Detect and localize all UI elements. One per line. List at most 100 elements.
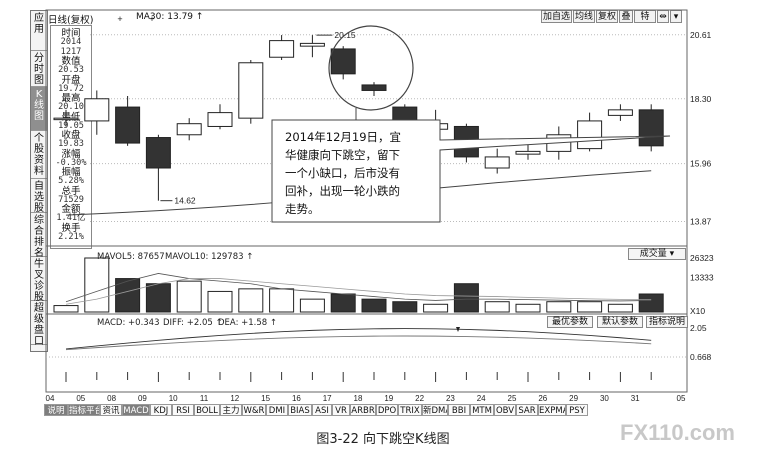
callout-line: 回补，出现一轮小跌的 <box>285 184 400 198</box>
x-tick-label: 26 <box>538 394 547 403</box>
left-nav-item[interactable]: 分时图 <box>31 51 47 87</box>
indicator-tab[interactable]: BOLL <box>194 404 220 416</box>
volume-bar <box>361 298 387 313</box>
candle-body <box>638 109 664 147</box>
default-params-button[interactable]: 默认参数 <box>597 316 643 328</box>
volume-bar <box>607 303 633 313</box>
indicator-tab[interactable]: W&R <box>242 404 266 416</box>
indicator-tab[interactable]: EXPMA <box>538 404 566 416</box>
x-tick-label: 24 <box>477 394 486 403</box>
indicator-tab[interactable]: 指标平台 <box>68 404 100 416</box>
indicator-tab[interactable]: BIAS <box>288 404 312 416</box>
volume-bar <box>638 293 664 313</box>
x-tick-label: 30 <box>600 394 609 403</box>
indicator-help-button[interactable]: 指标说明 <box>646 316 688 328</box>
mavol10-line <box>65 278 652 305</box>
info-value: 2014 <box>60 37 82 47</box>
callout-box <box>271 119 671 223</box>
candle-body <box>299 42 325 47</box>
indicator-tab[interactable]: DMI <box>266 404 288 416</box>
info-value: 2.21% <box>58 231 84 242</box>
left-nav-item[interactable]: 自选股 <box>31 179 47 214</box>
top-mark: + <box>117 14 122 24</box>
mavol5-label: MAVOL5: 87657 <box>97 252 165 262</box>
optimal-params-button[interactable]: 最优参数 <box>547 316 593 328</box>
indicator-tab[interactable]: RSI <box>172 404 194 416</box>
candle-body <box>577 120 603 150</box>
indicator-tab[interactable]: TRIX <box>398 404 422 416</box>
info-label: 总手 <box>61 185 81 197</box>
info-value: 19.83 <box>58 139 84 149</box>
candle-body <box>361 84 387 91</box>
volume-bar <box>53 305 79 313</box>
volume-bar <box>577 301 603 313</box>
info-label: 开盘 <box>61 74 81 86</box>
indicator-tab[interactable]: 说明 <box>44 404 68 416</box>
toolbar-button[interactable]: ▾ <box>670 10 682 23</box>
volume-bar <box>299 298 325 313</box>
volume-tick-label: 13333 <box>690 273 714 283</box>
indicator-tab[interactable]: OBV <box>494 404 516 416</box>
volume-bar <box>207 290 233 313</box>
info-value: 20.53 <box>58 65 84 75</box>
info-label: 振幅 <box>61 167 81 178</box>
figure-caption: 图3-22 向下跳空K线图 <box>316 432 450 447</box>
callout-line: 走势。 <box>285 202 320 216</box>
indicator-tab[interactable]: DPO <box>376 404 398 416</box>
indicator-tab[interactable]: VR <box>332 404 350 416</box>
volume-bar <box>453 283 479 313</box>
indicator-tab[interactable]: ARBR <box>350 404 376 416</box>
macd-label: MACD: +0.343 <box>97 318 160 328</box>
info-label: 最低 <box>61 111 81 123</box>
info-label: 收盘 <box>61 130 81 141</box>
candle-body <box>84 98 110 122</box>
volume-bar <box>269 288 295 313</box>
indicator-tab[interactable]: ASI <box>312 404 332 416</box>
volume-bar <box>84 257 110 313</box>
volume-dropdown[interactable]: 成交量 ▾ <box>628 248 686 260</box>
indicator-tab[interactable]: MTM <box>470 404 494 416</box>
volume-bar <box>176 280 202 313</box>
candle-body <box>145 137 171 169</box>
dea-line <box>65 335 652 351</box>
info-value: 1217 <box>60 46 82 57</box>
indicator-tab[interactable]: SAR <box>516 404 538 416</box>
left-nav-item[interactable]: 应用 <box>31 11 47 51</box>
info-label: 换手 <box>61 222 81 234</box>
candle-body <box>207 112 233 127</box>
candle-body <box>176 123 202 136</box>
indicator-tab[interactable]: 主力 <box>220 404 242 416</box>
x-tick-label: 17 <box>323 394 332 403</box>
volume-bar <box>515 303 541 313</box>
indicator-tab[interactable]: PSY <box>566 404 588 416</box>
left-nav-item[interactable]: 超级盘口 <box>31 301 47 347</box>
x-tick-label: 19 <box>384 394 393 403</box>
macd-tick-label: 2.05 <box>690 323 707 333</box>
indicator-tab[interactable]: MACD <box>122 404 150 416</box>
chart-title: 日线(复权) <box>48 15 94 26</box>
left-nav-item[interactable]: 综合排名 <box>31 213 47 259</box>
crossover-marker-icon <box>456 327 460 332</box>
macd-tick-label: 0.668 <box>690 352 712 362</box>
x-tick-label: 05 <box>677 394 686 403</box>
indicator-tab[interactable]: 新DMA <box>422 404 448 416</box>
info-value: 19.72 <box>58 83 84 94</box>
x-tick-label: 11 <box>200 394 209 403</box>
indicator-tab[interactable]: BBI <box>448 404 470 416</box>
diff-label: DIFF: +2.05 ↑ <box>163 318 223 328</box>
left-nav-item[interactable]: 牛叉诊股 <box>31 257 47 303</box>
indicator-tab[interactable]: KDJ <box>150 404 172 416</box>
x-tick-label: 29 <box>569 394 578 403</box>
x-tick-label: 04 <box>46 394 55 403</box>
info-label: 金额 <box>61 204 81 215</box>
ma30-label: MA30: 13.79 ↑ <box>136 12 204 22</box>
indicator-tab[interactable]: 资讯 <box>100 404 122 416</box>
x-tick-label: 25 <box>508 394 517 403</box>
info-value: 5.28% <box>58 176 84 186</box>
x-tick-label: 31 <box>631 394 640 403</box>
left-nav-item[interactable]: 个股资料 <box>31 131 47 179</box>
x-tick-label: 16 <box>292 394 301 403</box>
x-tick-label: 08 <box>107 394 116 403</box>
